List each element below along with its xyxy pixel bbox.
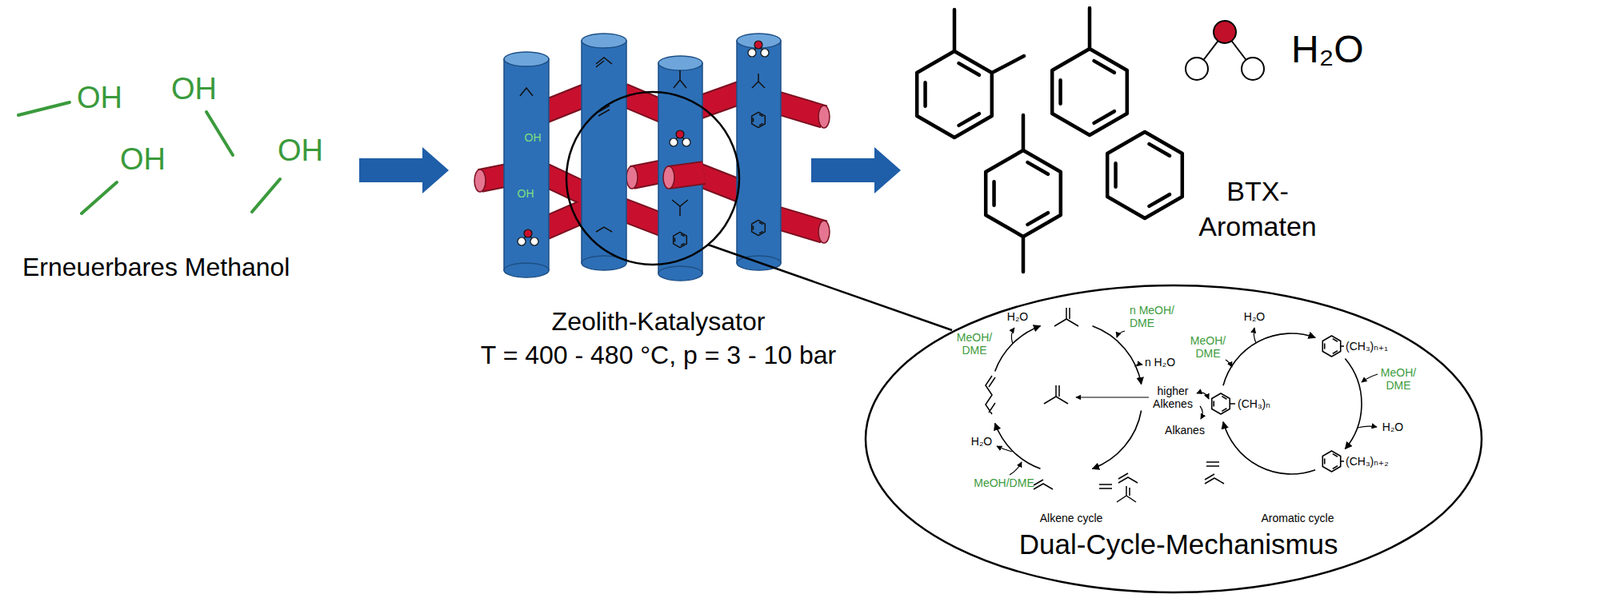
hydroxyl-label: OH xyxy=(171,72,217,108)
ellipse-outline xyxy=(865,285,1482,593)
ethene xyxy=(1206,462,1220,467)
aromatic-ring xyxy=(1212,393,1230,415)
methanol-bonds xyxy=(18,102,280,214)
reactant-label: n MeOH/ DME xyxy=(1129,304,1194,330)
water-molecule xyxy=(1185,20,1264,80)
process-arrow xyxy=(811,147,901,194)
toluene-ring xyxy=(1052,48,1128,136)
o-xylene-ring xyxy=(916,51,992,138)
aromatic-ring xyxy=(1322,451,1340,472)
substituent-label: (CH₃)ₙ₊₁ xyxy=(1345,340,1388,353)
reactant-label: MeOH/DME xyxy=(973,476,1034,490)
species-label: H₂O xyxy=(1382,420,1404,434)
process-arrow xyxy=(359,147,449,194)
isobutene xyxy=(1116,486,1136,503)
aromatic-ring xyxy=(1322,336,1340,357)
methanol-bond xyxy=(252,179,280,212)
species-label: n H₂O xyxy=(1144,356,1176,369)
reactant-label: MeOH/ DME xyxy=(1190,334,1226,360)
species-label: H₂O xyxy=(971,435,992,448)
node-title: Dual-Cycle-Mechanismus xyxy=(1019,528,1339,561)
side-arrows xyxy=(996,328,1378,476)
substituent-label: (CH₃)ₙ₊₂ xyxy=(1345,455,1389,468)
condition-label: T = 400 - 480 °C, p = 3 - 10 bar xyxy=(480,340,836,371)
isobutene xyxy=(1054,308,1079,327)
species-label: H₂O xyxy=(1007,310,1028,324)
tube-end xyxy=(474,169,486,192)
species-label: higher Alkenes xyxy=(1152,384,1193,411)
species-label: Alkanes xyxy=(1164,424,1205,437)
cycle-arcs xyxy=(995,326,1362,475)
tube-end xyxy=(818,220,830,244)
reactant-label: MeOH/ DME xyxy=(1380,366,1416,392)
cycle-molecules xyxy=(985,308,1344,503)
hydroxyl-label: OH xyxy=(277,133,324,169)
zeolite-channels xyxy=(504,33,781,281)
species-label: H₂O xyxy=(1244,310,1265,324)
propene xyxy=(1033,480,1053,490)
hydroxyl-label: OH xyxy=(76,80,123,116)
methanol-bond xyxy=(81,182,117,214)
ethene xyxy=(1099,484,1112,489)
tube-end xyxy=(818,105,830,128)
btx-molecules xyxy=(916,8,1183,272)
cycle-label: Alkene cycle xyxy=(1040,512,1104,525)
diene xyxy=(985,376,996,415)
hydroxyl-label: OH xyxy=(120,142,166,178)
methanol-bond xyxy=(18,102,70,116)
magnifier-circle xyxy=(566,92,740,265)
mechanism-ellipse: Dual-Cycle-Mechanismus xyxy=(864,284,1484,595)
reactant-label: MeOH/ DME xyxy=(956,331,992,357)
feed-label: Erneuerbares Methanol xyxy=(22,252,290,283)
cycle-label: Aromatic cycle xyxy=(1260,512,1334,525)
substituent-bond xyxy=(1230,346,1345,462)
benzene-ring xyxy=(1107,132,1183,219)
product-label: BTX- Aromaten xyxy=(1198,173,1316,244)
water-label: H₂O xyxy=(1291,27,1364,72)
tube-end xyxy=(626,166,638,189)
butene xyxy=(1118,473,1138,484)
substituent-label: (CH₃)ₙ xyxy=(1237,397,1271,411)
hydroxyl-label: OH xyxy=(517,187,535,200)
catalyst-label: Zeolith-Katalysator xyxy=(552,307,766,337)
propene xyxy=(1204,474,1224,484)
hydroxyl-label: OH xyxy=(524,131,542,144)
zeolite-tubes-front xyxy=(663,166,704,189)
p-xylene-ring xyxy=(985,150,1061,237)
isobutene xyxy=(1044,385,1068,404)
methanol-bond xyxy=(206,112,233,156)
